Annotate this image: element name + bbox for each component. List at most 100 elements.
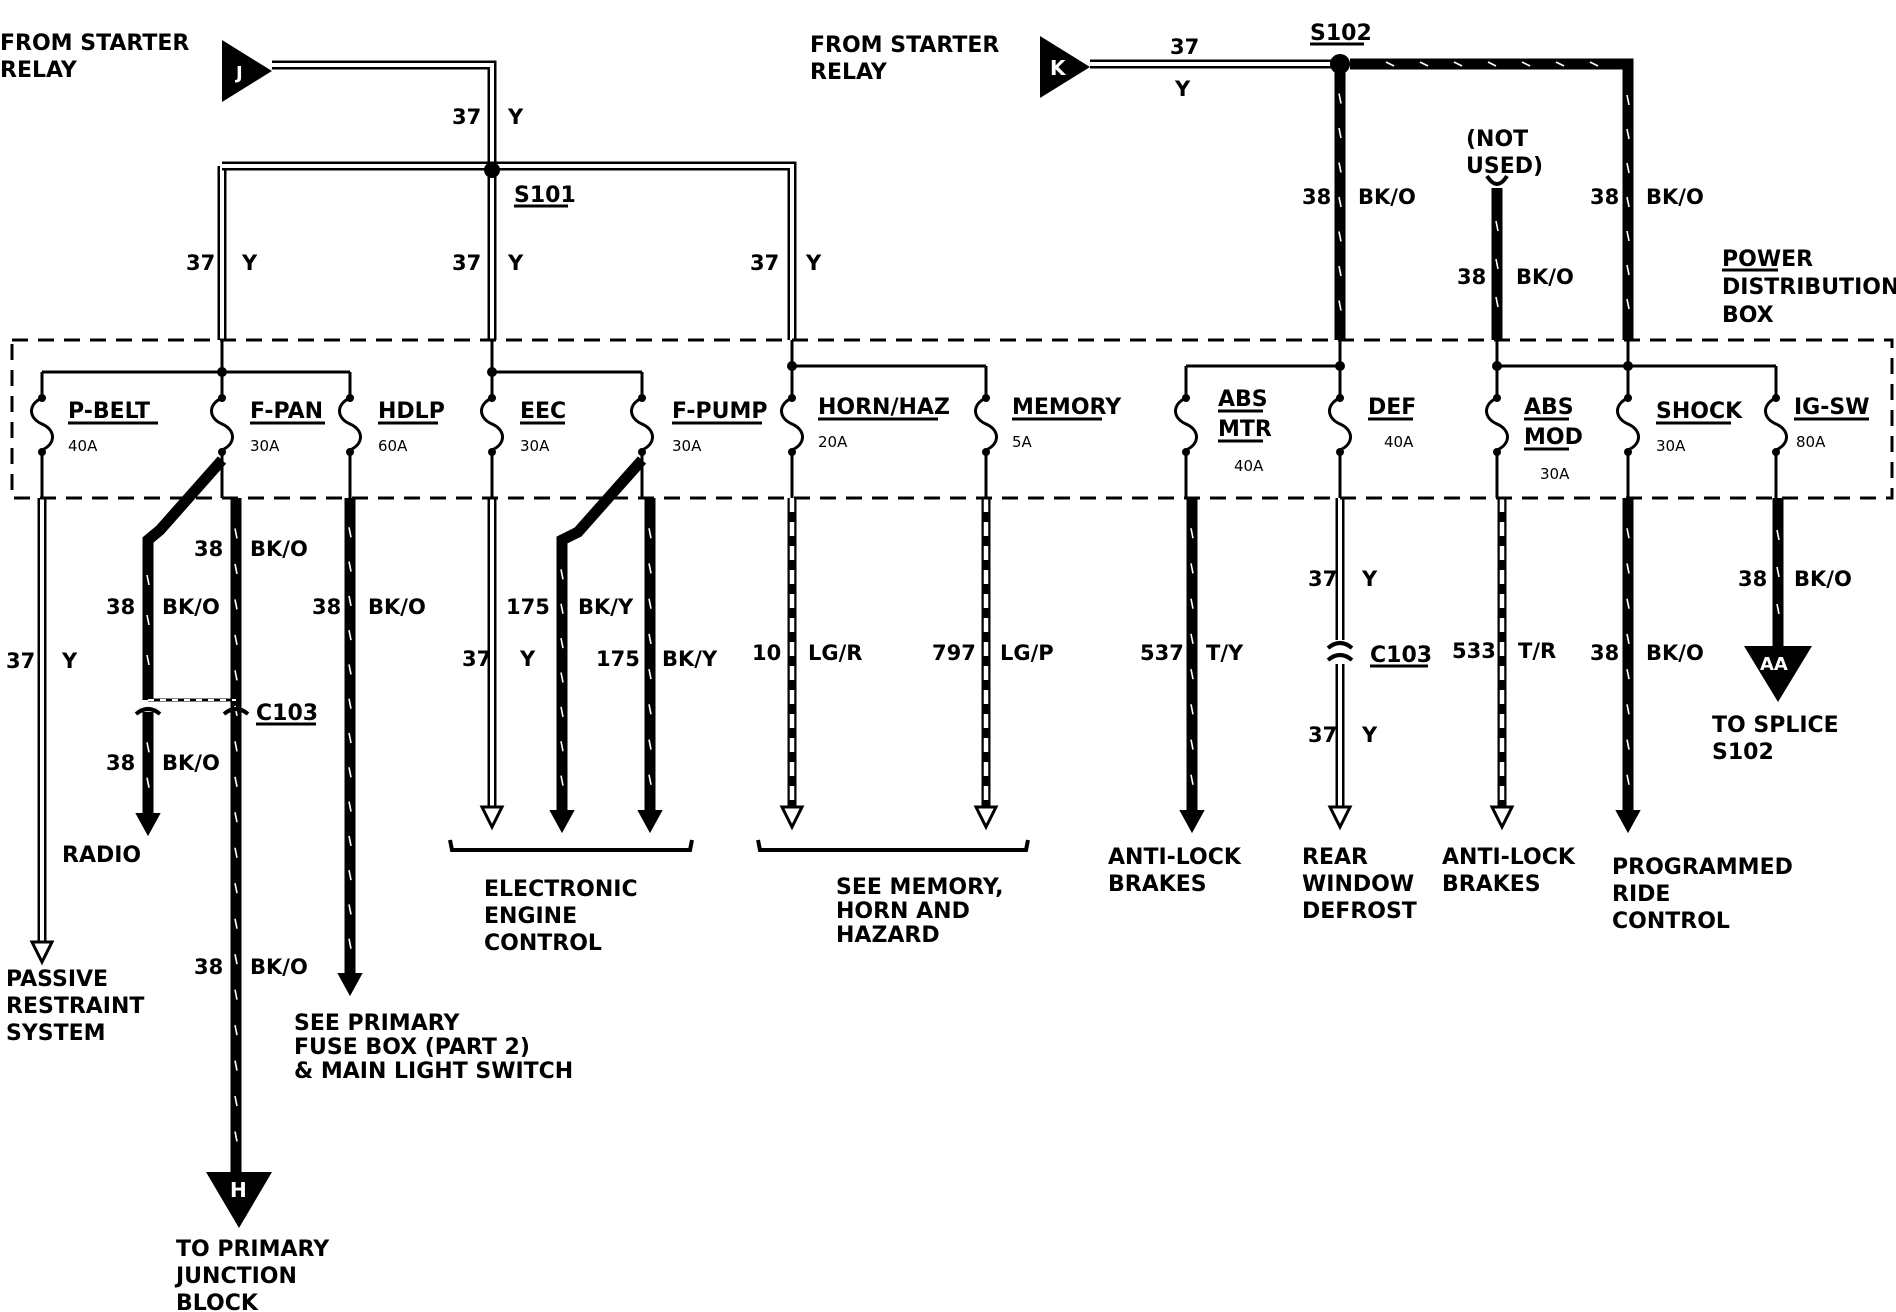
wire-fpan-branch-tick [146, 654, 150, 666]
fuse-name-shock: SHOCK [1656, 399, 1743, 424]
wire-s102-down-tick [1338, 300, 1342, 311]
fuse-rating-p-belt: 40A [68, 437, 98, 455]
wire-s102-right-tick [1626, 196, 1630, 208]
wire-fpan-out-tick [234, 812, 238, 823]
wire-shock-out-tick [1626, 704, 1630, 715]
wire-s102-right-tick [1555, 61, 1565, 67]
wire-color-s101-right: Y [805, 251, 822, 275]
wire-number-def-out: 37 [1308, 567, 1337, 591]
wire-absmtr-out-tick [1190, 668, 1194, 680]
wire-s101-top [222, 161, 797, 340]
wire-number-fpump-out: 175 [596, 647, 640, 671]
wire-not-used-tick [1495, 258, 1499, 270]
fuse-rating-hdlp: 60A [378, 437, 408, 455]
c103-right-a [1326, 641, 1354, 650]
wire-fpump-out-tick [648, 563, 652, 574]
wire-color-horn-out: LG/R [808, 641, 862, 665]
junction-absmod [1492, 361, 1502, 371]
wire-fpan-out-tick [234, 1024, 238, 1036]
wire-fpan-out-tick [234, 634, 238, 646]
wire-s102-right-tick [1626, 94, 1630, 106]
wire-fpan-out-tick [234, 918, 238, 929]
bracket-memory [756, 839, 1030, 852]
wire-from-j-inner [272, 63, 494, 340]
wire-fpan-branch-tick [146, 614, 150, 626]
wire-color-s101-mid: Y [507, 251, 524, 275]
wire-color-not-used: BK/O [1516, 265, 1574, 289]
wire-hdlp-out-tick [348, 732, 352, 744]
wire-absmtr-out-tick [1190, 739, 1194, 750]
wires-layer [29, 42, 1869, 1172]
wire-fpump-branch-tick [560, 672, 564, 683]
fuse-2-terminal-top [346, 394, 354, 402]
junction-eec [487, 367, 497, 377]
wire-number-s101-left: 37 [186, 251, 215, 275]
wire-fpump-out-tick [648, 598, 652, 609]
wire-number-fpan-out: 38 [194, 537, 223, 561]
wire-number-memory-out: 797 [932, 641, 976, 665]
wire-number-s101-right: 37 [750, 251, 779, 275]
wire-igsw-out-tick [1776, 566, 1780, 578]
svg-text:J: J [234, 63, 243, 84]
wire-s102-right-tick [1626, 162, 1630, 174]
splice-label-s102: S102 [1310, 21, 1372, 46]
fuse-8-element [1328, 396, 1352, 452]
wire-fpan-branch-tick [146, 574, 150, 586]
wire-fpan-out-tick [234, 776, 238, 787]
wire-hdlp-out-tick [348, 869, 352, 881]
wire-fpan-out-tick [234, 1060, 238, 1071]
wire-s102-down-tick [1338, 162, 1342, 173]
wire-fpump-out-tick [648, 704, 652, 715]
wire-s102-down-tick [1338, 231, 1342, 242]
c103-left-b [222, 707, 250, 716]
wire-number-not-used: 38 [1457, 265, 1486, 289]
wire-number-eec-out: 37 [462, 647, 491, 671]
fuse-6-terminal-top [982, 394, 990, 402]
wire-number-pbelt-out: 37 [6, 649, 35, 673]
wire-s101-top-inner [222, 164, 794, 340]
wire-fpump-out-tick [648, 739, 652, 750]
wire-color-igsw-out: BK/O [1794, 567, 1852, 591]
wire-shock-out-tick [1626, 668, 1630, 680]
fuse-5-element [780, 396, 804, 452]
wire-fpump-branch [556, 456, 647, 815]
wire-color-eec-out: Y [519, 647, 536, 671]
wire-fpump-out-tick [648, 774, 652, 785]
fuse-rating-shock: 30A [1656, 437, 1686, 455]
wire-color-fpump-branch: BK/Y [578, 595, 634, 619]
wire-absmtr-out-tick [1190, 528, 1194, 539]
fuse-0-element [30, 396, 54, 452]
wire-color-fpan-branch-after: BK/O [162, 751, 220, 775]
wire-hdlp-out-tick [348, 527, 352, 538]
wire-color-s102-left: BK/O [1358, 185, 1416, 209]
connector-aa: AA [1744, 646, 1812, 702]
dest-radio: RADIO [62, 843, 141, 868]
wire-absmtr-out-tick [1190, 704, 1194, 715]
arrow-radio [135, 813, 161, 837]
wire-s102-right-tick [1626, 230, 1630, 242]
fuse-4-element [630, 396, 654, 452]
fuse-3-terminal-top [488, 394, 496, 402]
fuse-11-terminal-bottom [1772, 448, 1780, 456]
wire-fpan-branch [142, 456, 227, 700]
svg-text:H: H [230, 1178, 247, 1202]
fuse-name-horn-haz: HORN/HAZ [818, 395, 950, 420]
wire-hdlp-out-tick [348, 664, 352, 675]
arrow-abs-mtr [1179, 810, 1205, 834]
wire-s102-right-tick [1626, 298, 1630, 310]
svg-text:K: K [1050, 56, 1067, 80]
fuse-name-f-pump: F-PUMP [672, 399, 768, 424]
junction-def [1335, 361, 1345, 371]
wire-color-hdlp-out: BK/O [368, 595, 426, 619]
fuse-name-p-belt: P-BELT [68, 399, 150, 424]
fuse-6-terminal-bottom [982, 448, 990, 456]
fuse-name-def: DEF [1368, 395, 1416, 420]
wire-hdlp-out-tick [348, 767, 352, 778]
